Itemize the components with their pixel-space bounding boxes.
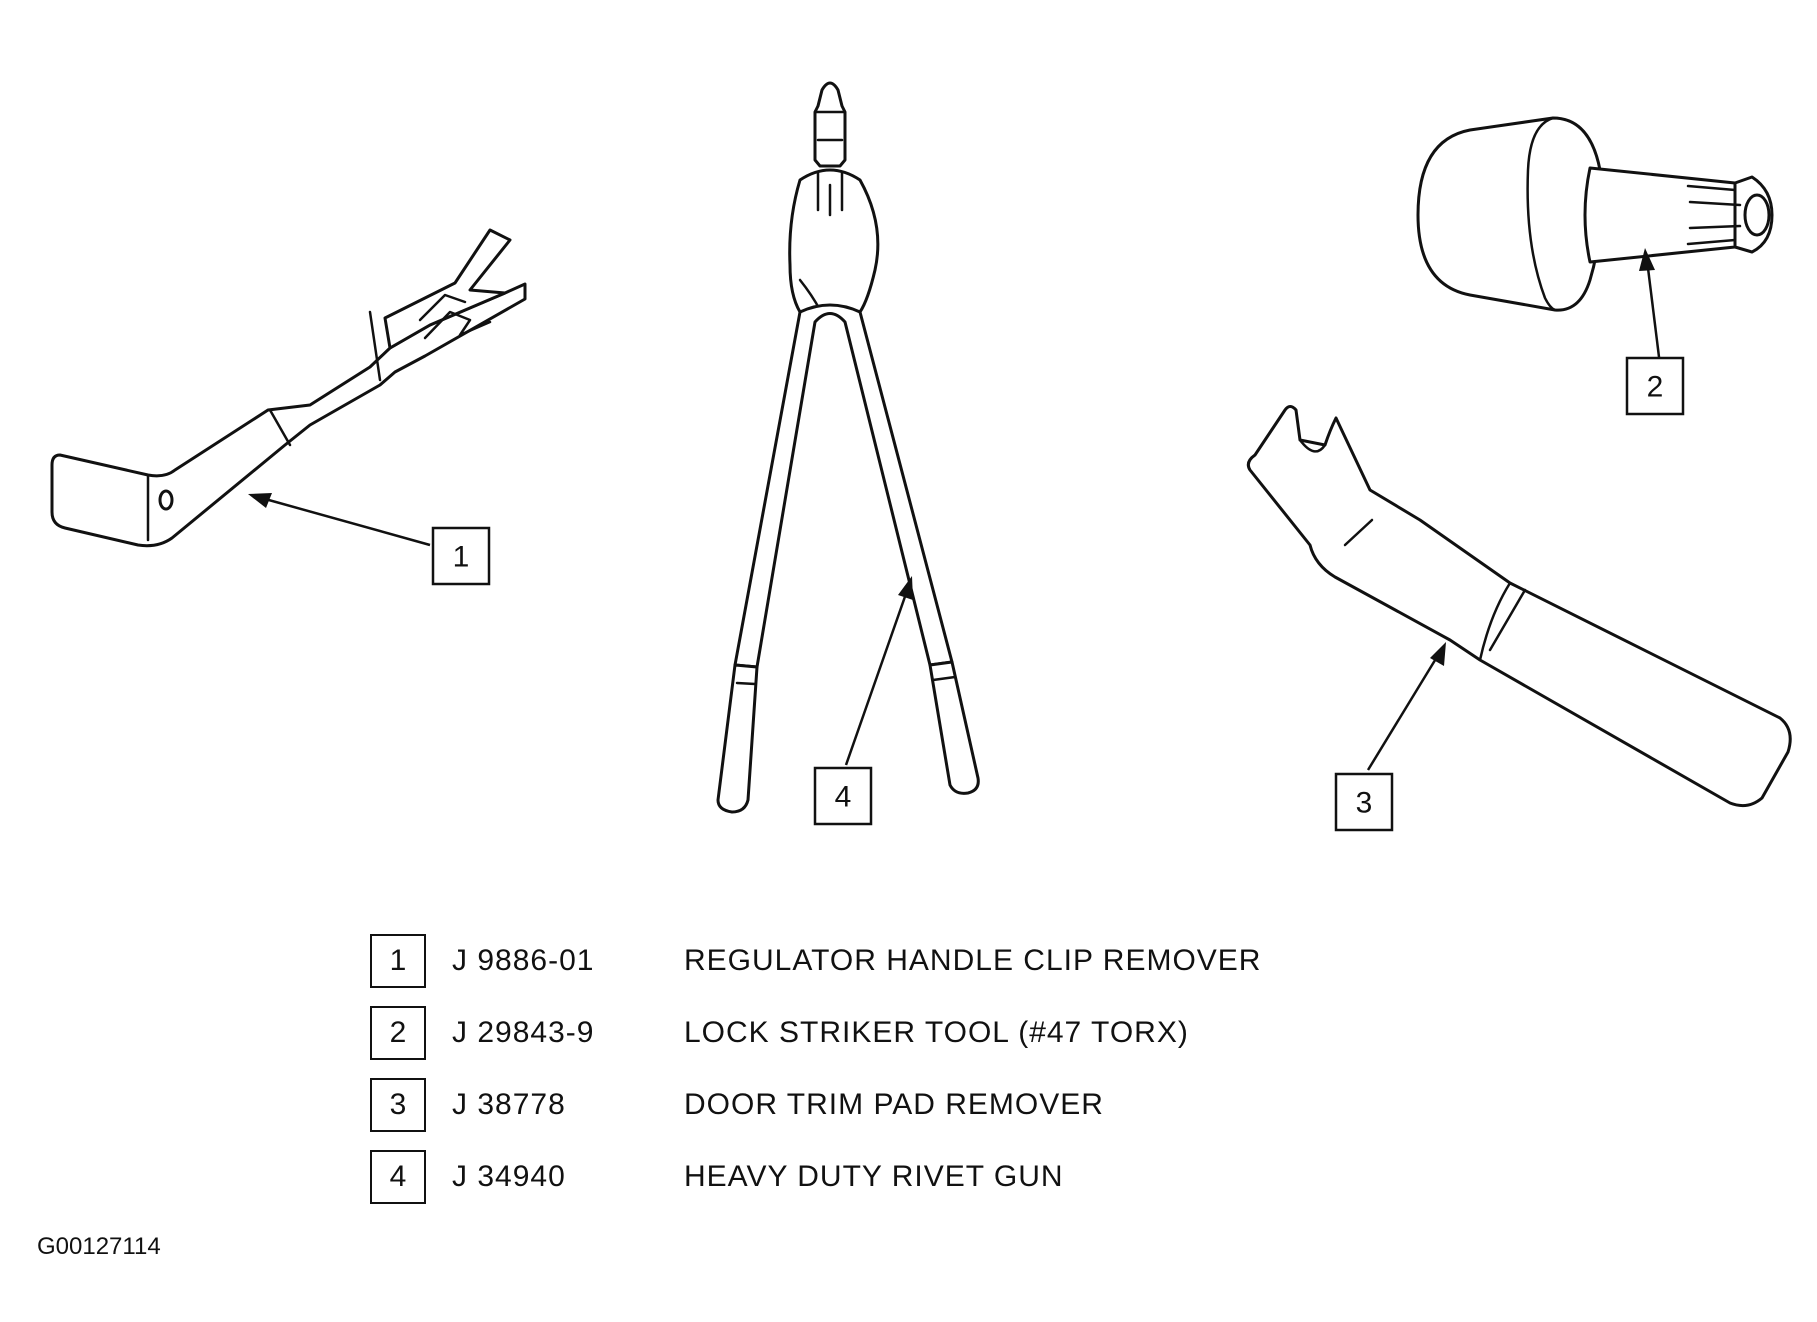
leader-line-2 (1639, 248, 1662, 366)
legend-description: HEAVY DUTY RIVET GUN (684, 1160, 1064, 1193)
legend-row: 1 J 9886-01 REGULATOR HANDLE CLIP REMOVE… (370, 932, 1260, 990)
callout-4: 4 (813, 766, 873, 826)
legend-number: 4 (370, 1150, 426, 1204)
legend-row: 4 J 34940 HEAVY DUTY RIVET GUN (370, 1148, 1063, 1206)
legend-row: 3 J 38778 DOOR TRIM PAD REMOVER (370, 1076, 1103, 1134)
legend-description: LOCK STRIKER TOOL (#47 TORX) (684, 1016, 1189, 1049)
leader-line-4 (844, 576, 913, 766)
legend-number: 2 (370, 1006, 426, 1060)
legend-number: 3 (370, 1078, 426, 1132)
figure-id: G00127114 (37, 1233, 161, 1260)
callout-3: 3 (1334, 772, 1394, 832)
legend-part-number: J 9886-01 (452, 944, 595, 977)
legend-part-number: J 34940 (452, 1160, 566, 1193)
callout-2: 2 (1625, 356, 1685, 416)
legend-number: 1 (370, 934, 426, 988)
legend-part-number: J 38778 (452, 1088, 566, 1121)
leader-line-3 (1366, 642, 1446, 771)
legend-row: 2 J 29843-9 LOCK STRIKER TOOL (#47 TORX) (370, 1004, 1188, 1062)
leader-line-1 (248, 493, 431, 547)
legend-description: REGULATOR HANDLE CLIP REMOVER (684, 944, 1262, 977)
callout-4-label: 4 (835, 781, 852, 814)
callout-2-label: 2 (1647, 371, 1664, 404)
callout-1: 1 (431, 526, 491, 586)
callout-1-label: 1 (453, 541, 470, 574)
clip-remover-tool (50, 228, 527, 548)
torx-socket-tool (1416, 116, 1774, 312)
legend-part-number: J 29843-9 (452, 1016, 595, 1049)
rivet-gun-tool (716, 81, 980, 814)
legend-description: DOOR TRIM PAD REMOVER (684, 1088, 1104, 1121)
callout-3-label: 3 (1356, 787, 1373, 820)
trim-pad-remover-tool (1246, 405, 1792, 808)
